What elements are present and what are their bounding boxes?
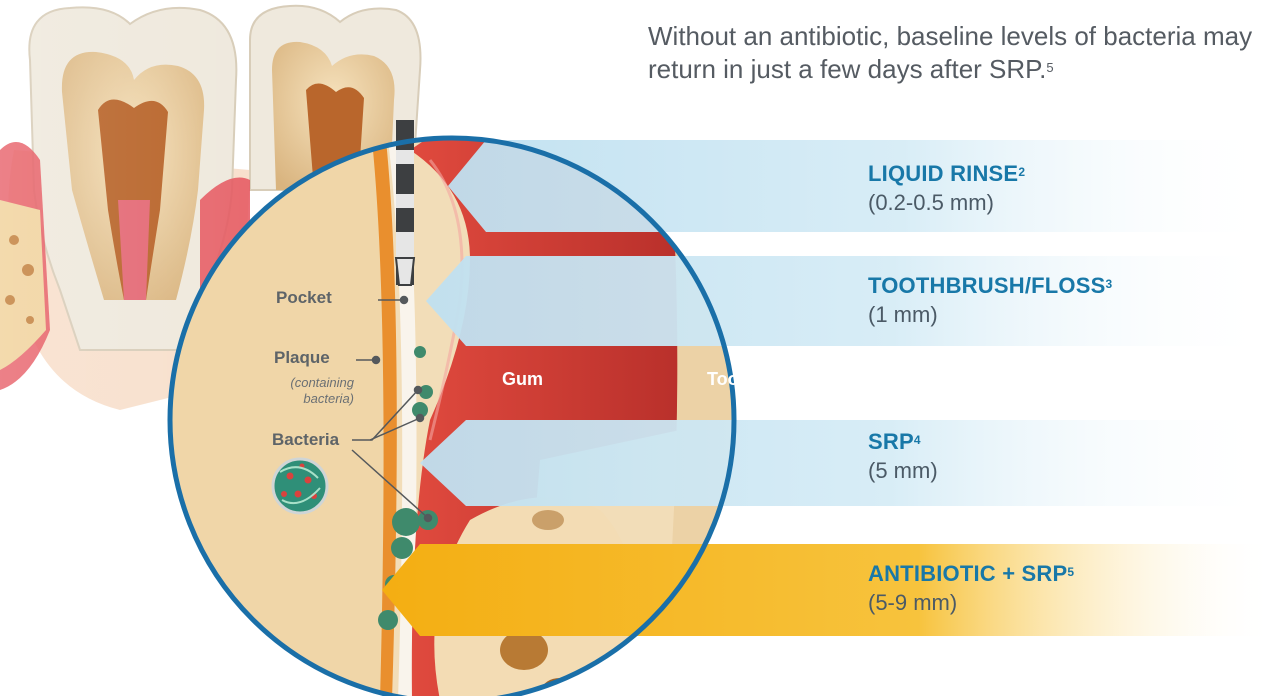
label-plaque-note: (containing bacteria) (262, 375, 354, 407)
label-plaque: Plaque (274, 348, 330, 368)
arrow-liquid-rinse (448, 140, 1276, 232)
label-gum: Gum (502, 369, 543, 390)
arrow-srp (420, 420, 1276, 506)
label-tooth: Tooth (707, 369, 756, 390)
label-bacteria: Bacteria (272, 430, 339, 450)
intro-text: Without an antibiotic, baseline levels o… (648, 20, 1268, 86)
method-toothbrush-floss: TOOTHBRUSH/FLOSS3 (1 mm) (868, 272, 1112, 330)
label-pocket: Pocket (276, 288, 332, 308)
arrow-antibiotic-srp (382, 544, 1276, 636)
arrow-toothbrush-floss (426, 256, 1276, 346)
method-antibiotic-srp: ANTIBIOTIC + SRP5 (5-9 mm) (868, 560, 1074, 618)
bacteria-zoom-icon (273, 459, 327, 513)
method-srp: SRP4 (5 mm) (868, 428, 938, 486)
method-liquid-rinse: LIQUID RINSE2 (0.2-0.5 mm) (868, 160, 1025, 218)
